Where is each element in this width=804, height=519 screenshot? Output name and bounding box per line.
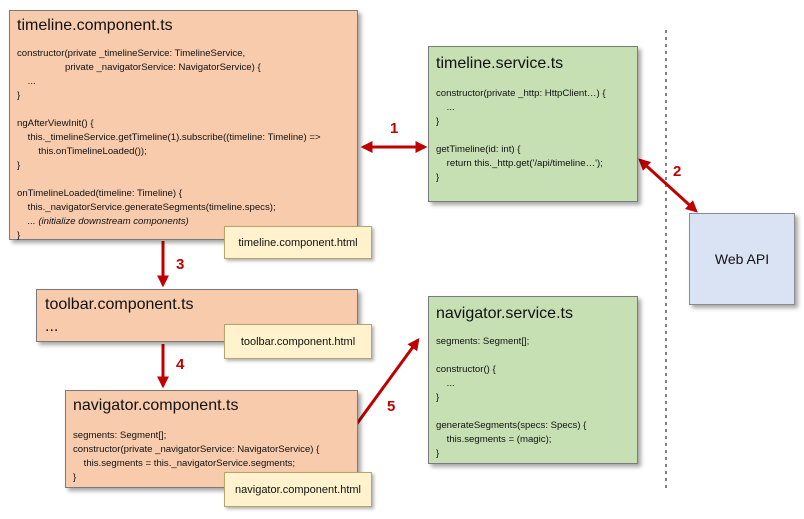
arrow-1-number: 1 — [390, 120, 399, 137]
toolbar-component-title: toolbar.component.ts — [45, 296, 194, 313]
navigator-service-title: navigator.service.ts — [436, 305, 573, 322]
code-line: ... — [436, 102, 455, 113]
code-line: ngAfterViewInit() { — [17, 118, 94, 129]
code-line — [17, 173, 321, 187]
code-line: constructor(private _timelineService: Ti… — [17, 48, 246, 59]
toolbar-component-ellipsis: ... — [45, 318, 59, 335]
arrow-3-number: 3 — [176, 256, 185, 273]
web-api-box: Web API — [689, 213, 795, 305]
code-line — [436, 405, 586, 419]
navigator-service-box: navigator.service.ts segments: Segment[]… — [428, 296, 638, 464]
code-line: } — [17, 230, 21, 241]
code-line: constructor(private _navigatorService: N… — [73, 444, 320, 455]
timeline-html-file: timeline.component.html — [224, 226, 372, 259]
web-api-label: Web API — [714, 251, 770, 267]
toolbar-html-label: toolbar.component.html — [240, 335, 356, 348]
navigator-html-label: navigator.component.html — [235, 483, 361, 496]
code-line: } — [436, 116, 440, 127]
timeline-service-box: timeline.service.ts constructor(private … — [428, 46, 638, 202]
code-line: segments: Segment[]; — [73, 430, 167, 441]
code-line — [436, 349, 586, 363]
code-line: this._timelineService.getTimeline(1).sub… — [17, 132, 321, 143]
timeline-component-box: timeline.component.ts constructor(privat… — [9, 10, 358, 241]
timeline-html-label: timeline.component.html — [238, 236, 358, 249]
code-line: ... — [17, 76, 36, 87]
code-line: } — [17, 160, 21, 171]
arrow-2-number: 2 — [673, 163, 682, 180]
code-line: generateSegments(specs: Specs) { — [436, 420, 587, 431]
code-line: onTimelineLoaded(timeline: Timeline) { — [17, 188, 182, 199]
timeline-service-title: timeline.service.ts — [436, 55, 564, 72]
code-line: } — [17, 90, 21, 101]
code-line — [436, 129, 606, 143]
code-line: return this._http.get('/api/timeline…'); — [436, 158, 603, 169]
arrow-2 — [638, 158, 698, 213]
code-line: this.segments = this._navigatorService.s… — [73, 458, 296, 469]
code-line: } — [73, 472, 77, 483]
code-line: } — [436, 392, 440, 403]
toolbar-component-box: toolbar.component.ts ... — [36, 289, 358, 342]
code-line — [17, 103, 321, 117]
code-line: } — [436, 448, 440, 459]
arrow-5-number: 5 — [387, 398, 396, 415]
timeline-component-title: timeline.component.ts — [17, 17, 173, 34]
code-line: this.onTimelineLoaded()); — [17, 146, 147, 157]
code-line: this.segments = (magic); — [436, 434, 552, 445]
code-line: } — [436, 172, 440, 183]
arrow-4-number: 4 — [176, 356, 185, 373]
navigator-component-title: navigator.component.ts — [73, 397, 239, 414]
code-line: private _navigatorService: NavigatorServ… — [17, 62, 261, 73]
code-line: constructor() { — [436, 364, 496, 375]
code-line: ... (initialize downstream components) — [17, 216, 189, 227]
navigator-html-file: navigator.component.html — [224, 472, 372, 507]
code-line: getTimeline(id: int) { — [436, 144, 521, 155]
code-line: this._navigatorService.generateSegments(… — [17, 202, 276, 213]
code-line: constructor(private _http: HttpClient…) … — [436, 88, 606, 99]
code-line: segments: Segment[]; — [436, 336, 530, 347]
toolbar-html-file: toolbar.component.html — [224, 324, 372, 359]
navigator-component-box: navigator.component.ts segments: Segment… — [65, 390, 358, 488]
code-line: ... — [436, 378, 455, 389]
